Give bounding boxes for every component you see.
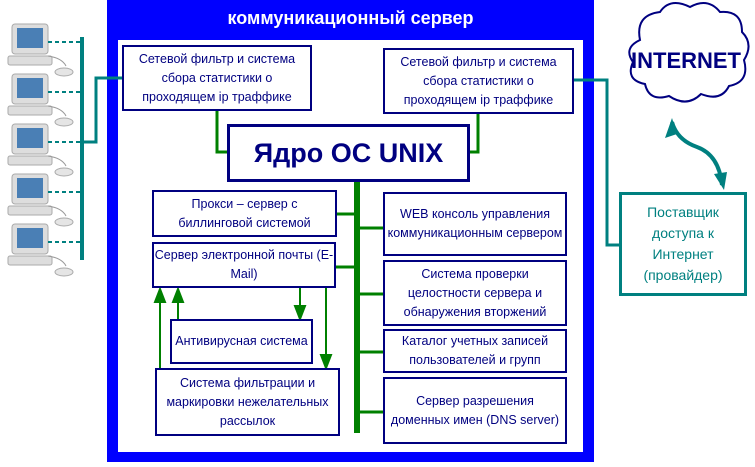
pc-links bbox=[48, 41, 80, 243]
internet-label: INTERNET bbox=[631, 48, 741, 73]
internet-cloud-icon bbox=[628, 2, 750, 103]
dns-server: Сервер разрешения доменных имен (DNS ser… bbox=[383, 377, 567, 444]
network-filter-left: Сетевой фильтр и система сбора статистик… bbox=[122, 45, 312, 111]
internet-provider-link bbox=[670, 121, 724, 186]
double-arrow-icon bbox=[665, 118, 727, 190]
spam-filter-system: Система фильтрации и маркировки нежелате… bbox=[155, 368, 340, 436]
kernel-bus bbox=[336, 181, 383, 433]
email-server: Сервер электронной почты (E-Mail) bbox=[152, 242, 336, 288]
filter-to-provider bbox=[574, 78, 619, 247]
antivirus-system: Антивирусная система bbox=[170, 319, 313, 364]
unix-kernel: Ядро ОС UNIX bbox=[227, 124, 470, 182]
computer-icons bbox=[7, 23, 74, 277]
web-console: WEB консоль управления коммуникационным … bbox=[383, 192, 567, 256]
proxy-server: Прокси – сервер с биллинговой системой bbox=[152, 190, 337, 237]
lan-to-filter bbox=[82, 76, 122, 144]
internet-provider: Поставщик доступа к Интернет (провайдер) bbox=[619, 192, 747, 296]
integrity-ids-system: Система проверки целостности сервера и о… bbox=[383, 260, 567, 326]
network-filter-right: Сетевой фильтр и система сбора статистик… bbox=[383, 48, 574, 114]
server-title: коммуникационный сервер bbox=[227, 8, 474, 28]
mail-flow-arrows bbox=[153, 286, 333, 371]
accounts-catalog: Каталог учетных записей пользователей и … bbox=[383, 329, 567, 373]
